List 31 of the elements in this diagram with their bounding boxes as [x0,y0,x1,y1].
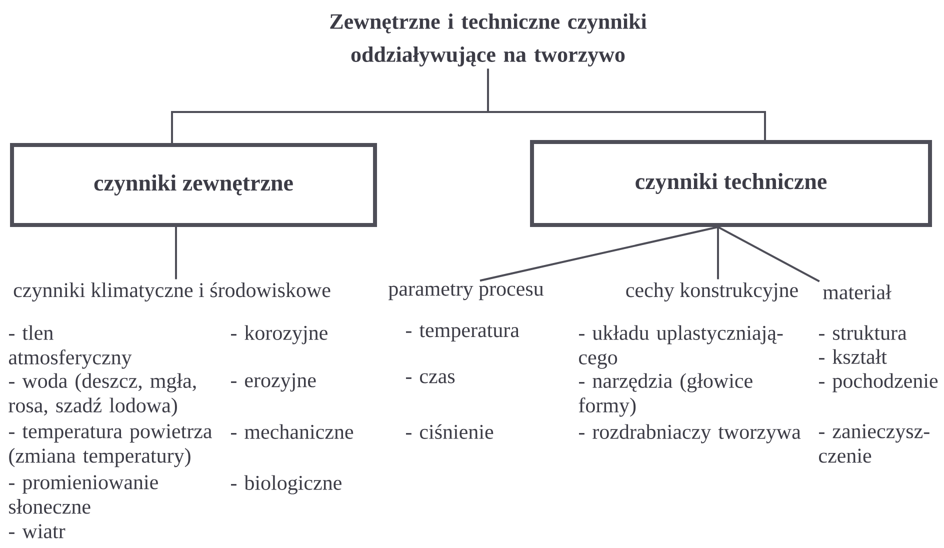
subcategory-label: czynniki klimatyczne i środowiskowe [14,282,330,302]
subcategory-label: parametry procesu [388,284,544,300]
connector-line [718,226,820,282]
subcategory-label: materiał [823,284,892,300]
connector-line [487,68,766,140]
list-item: - tlen atmosferyczny [8,325,132,369]
list-item: - woda (deszcz, mgła, rosa, szadź lodowa) [8,373,196,417]
list-item: - rozdrabniaczy tworzywa [579,424,801,444]
list-item: - erozyjne [231,373,316,392]
list-item: - ciśnienie [406,424,494,439]
list-item: - czas [406,373,455,384]
list-item: - temperatura powietrza (zmiana temperatury) [9,424,212,468]
list-item: - zanieczysz- czenie [819,424,930,463]
list-item: - wiatr [9,524,66,538]
list-item: - temperatura [406,325,520,342]
list-item: - korozyjne [231,325,328,344]
list-item: - narzędzia (głowice formy) [578,373,752,417]
list-item: - układu uplastyczniają- cego [579,325,783,369]
subcategory-label: cechy konstrukcyjne [626,282,798,302]
connector-line [175,227,177,280]
list-item: - struktura [819,325,907,340]
list-item: - pochodzenie [819,373,938,392]
connector-line [480,226,718,282]
category-box: czynniki zewnętrzne [10,143,377,227]
list-item: - kształt [819,349,887,364]
title-text: Zewnętrzne i techniczne czynniki oddziaływujące na tworzywo [330,14,647,66]
list-item: - mechaniczne [231,424,354,439]
connector-line [717,227,719,280]
list-item: - promieniowanie słoneczne [9,475,158,514]
list-item: - biologiczne [231,475,342,494]
category-box: czynniki techniczne [530,140,932,227]
